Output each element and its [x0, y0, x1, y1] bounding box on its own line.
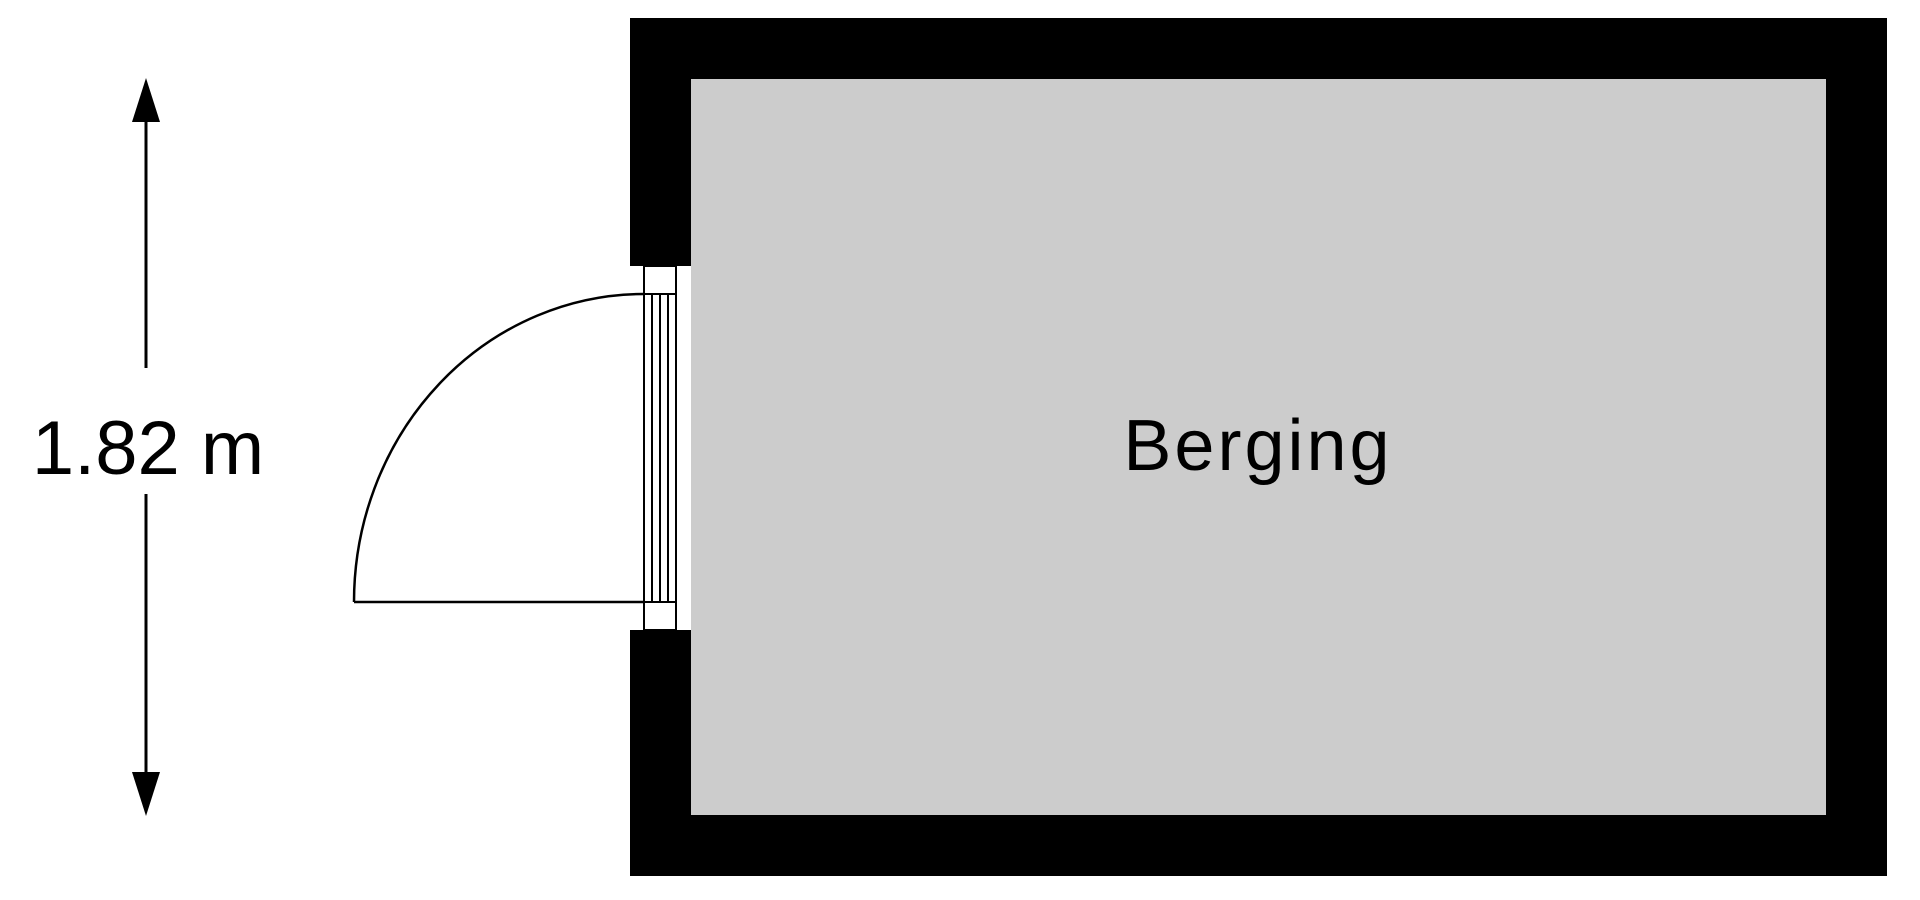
wall-bottom — [630, 815, 1887, 876]
door-swing-arc — [352, 292, 645, 603]
wall-right — [1826, 18, 1887, 876]
wall-top — [630, 18, 1887, 79]
wall-left-upper — [630, 18, 691, 266]
arrow-up-icon — [132, 78, 160, 122]
room-floor — [691, 79, 1826, 815]
dimension-label: 1.82 m — [32, 406, 264, 491]
arrow-down-icon — [132, 772, 160, 816]
room-label: Berging — [1123, 406, 1392, 486]
door-frame — [643, 265, 677, 631]
wall-left-lower — [630, 630, 691, 876]
